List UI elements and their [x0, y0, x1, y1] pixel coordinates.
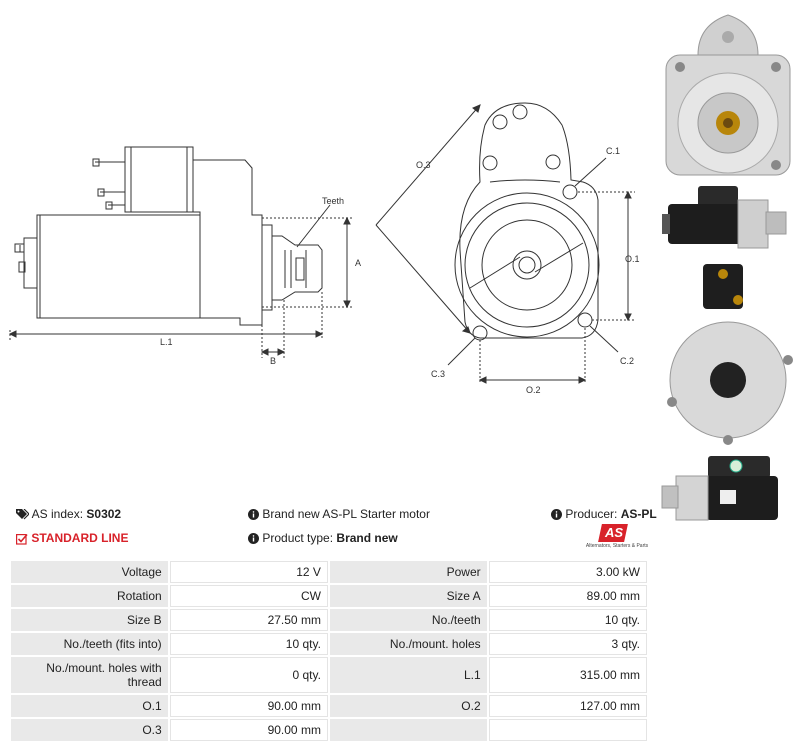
spec-value-cell: 3 qty. — [488, 633, 647, 655]
spec-value-cell: 3.00 kW — [488, 561, 647, 583]
photo-front-view — [658, 5, 798, 180]
spec-key-cell: No./teeth — [329, 609, 487, 631]
spec-key-cell: Power — [329, 561, 487, 583]
spec-key-cell: No./mount. holes with thread — [11, 657, 168, 693]
motor-body-outline — [36, 214, 201, 319]
producer-value: AS-PL — [620, 507, 657, 521]
label-o2: O.2 — [526, 385, 541, 395]
spec-key-cell: Size B — [11, 609, 168, 631]
spec-row: No./teeth (fits into)10 qty.No./mount. h… — [11, 633, 647, 655]
product-type: Product type: Brand new — [248, 531, 398, 545]
spec-value-cell: 12 V — [169, 561, 328, 583]
standard-line-text: STANDARD LINE — [31, 531, 129, 545]
label-c2: C.2 — [620, 356, 634, 366]
tags-icon — [16, 509, 29, 520]
label-o3: O.3 — [416, 160, 431, 170]
technical-drawing: Teeth A B L.1 O.3 C.1 O.1 C.2 C.3 O.2 — [8, 102, 640, 395]
info-icon — [248, 509, 259, 521]
label-o1: O.1 — [625, 254, 640, 264]
product-type-label: Product type: — [262, 531, 334, 545]
checkbox-checked-icon — [16, 533, 28, 545]
description: Brand new AS-PL Starter motor — [248, 507, 430, 521]
spec-value-cell: 10 qty. — [488, 609, 647, 631]
spec-value-cell — [488, 719, 647, 741]
label-teeth: Teeth — [322, 196, 344, 206]
spec-key-cell: O.2 — [329, 695, 487, 717]
spec-key-cell: Voltage — [11, 561, 168, 583]
spec-key-cell — [329, 719, 487, 741]
label-l1: L.1 — [160, 337, 173, 347]
label-c1: C.1 — [606, 146, 620, 156]
label-a: A — [355, 258, 361, 268]
description-text: Brand new AS-PL Starter motor — [262, 507, 430, 521]
info-icon — [551, 509, 562, 521]
label-c3: C.3 — [431, 369, 445, 379]
spec-value-cell: 89.00 mm — [488, 585, 647, 607]
as-index: AS index: S0302 — [16, 507, 121, 521]
producer-label: Producer: — [565, 507, 618, 521]
spec-key-cell: No./teeth (fits into) — [11, 633, 168, 655]
logo-tagline: Alternators, Starters & Parts — [585, 543, 649, 549]
as-index-value: S0302 — [86, 507, 122, 521]
spec-value-cell: 0 qty. — [169, 657, 328, 693]
spec-key-cell: Size A — [329, 585, 487, 607]
label-b: B — [270, 356, 276, 366]
photo-side-view-top — [658, 180, 798, 260]
spec-value-cell: 127.00 mm — [488, 695, 647, 717]
spec-key-cell: Rotation — [11, 585, 168, 607]
as-index-label: AS index: — [31, 507, 84, 521]
spec-value-cell: 10 qty. — [169, 633, 328, 655]
product-type-value: Brand new — [336, 531, 398, 545]
front-flange-outline — [459, 102, 599, 339]
photo-rear-view — [658, 260, 798, 450]
producer: Producer: AS-PL — [551, 507, 657, 521]
spec-key-cell: L.1 — [329, 657, 487, 693]
info-icon — [248, 533, 259, 545]
spec-value-cell: 90.00 mm — [169, 719, 328, 741]
spec-key-cell: O.1 — [11, 695, 168, 717]
spec-value-cell: 90.00 mm — [169, 695, 328, 717]
spec-value-cell: 315.00 mm — [488, 657, 647, 693]
spec-key-cell: O.3 — [11, 719, 168, 741]
as-pl-logo: AS Alternators, Starters & Parts — [584, 524, 650, 552]
spec-value-cell: CW — [169, 585, 328, 607]
standard-line: STANDARD LINE — [16, 531, 128, 545]
spec-key-cell: No./mount. holes — [329, 633, 487, 655]
logo-text: AS — [604, 525, 624, 540]
photo-side-view-bottom — [658, 452, 798, 532]
solenoid-outline — [124, 146, 194, 213]
spec-value-cell: 27.50 mm — [169, 609, 328, 631]
